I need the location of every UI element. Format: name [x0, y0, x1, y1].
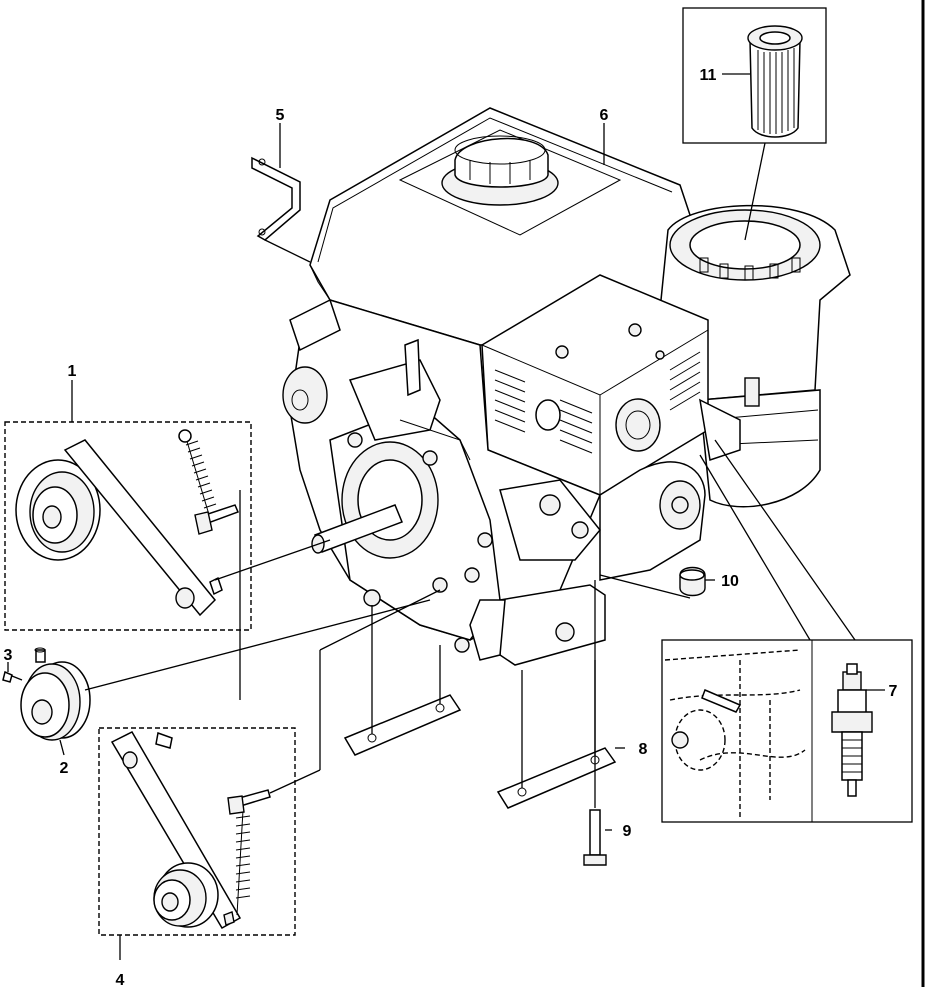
callout-1: 1	[68, 363, 77, 380]
callout-4: 4	[116, 972, 125, 987]
callout-8: 8	[639, 741, 648, 758]
tensioner-assembly-1	[4, 421, 331, 631]
callout-9: 9	[623, 823, 632, 840]
engine-assembly	[282, 107, 851, 666]
bolt-9	[583, 580, 612, 866]
callout-2: 2	[60, 760, 69, 777]
mounting-bracket	[251, 156, 311, 263]
tensioner-assembly-4	[98, 490, 441, 960]
nut-10	[599, 566, 715, 599]
spark-plug-inset	[661, 439, 913, 823]
set-screw-3	[2, 670, 23, 683]
callout-6: 6	[600, 107, 609, 124]
air-filter-inset	[682, 7, 827, 241]
foot-plate-left	[343, 605, 462, 756]
callout-7: 7	[889, 683, 898, 700]
callout-3: 3	[4, 647, 13, 664]
callout-labels: 1 2 3 4 5 6 7 8 9 10 11	[4, 67, 898, 987]
callout-5: 5	[276, 107, 285, 124]
foot-plate-right	[496, 660, 625, 809]
callout-10: 10	[721, 573, 739, 590]
callout-11: 11	[700, 67, 717, 84]
